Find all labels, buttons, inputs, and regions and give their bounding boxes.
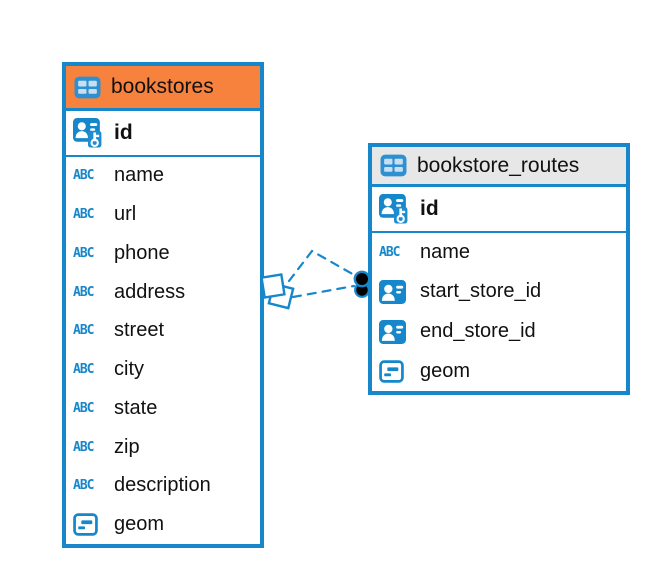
column-row[interactable]: ABC name xyxy=(66,157,260,196)
text-type-icon: ABC xyxy=(73,439,95,455)
column-row[interactable]: ABC phone xyxy=(66,234,260,273)
primary-key-icon xyxy=(379,194,410,224)
foreign-key-icon xyxy=(379,320,406,344)
text-type-icon: ABC xyxy=(73,207,95,223)
column-name: geom xyxy=(420,359,471,382)
column-name: end_store_id xyxy=(420,320,536,343)
text-type-icon: ABC xyxy=(73,245,95,261)
entity-title: bookstore_routes xyxy=(417,153,580,177)
text-type-icon: ABC xyxy=(73,284,95,300)
column-name: phone xyxy=(114,241,170,264)
relationship-edge[interactable] xyxy=(287,249,358,299)
column-name: geom xyxy=(114,513,165,536)
column-row[interactable]: ABC address xyxy=(66,273,260,312)
column-row[interactable]: ABC street xyxy=(66,312,260,351)
relationship-line-lower[interactable] xyxy=(291,284,356,299)
text-type-icon: ABC xyxy=(73,400,95,416)
entity-bookstores[interactable]: bookstores id ABC name ABC url ABC phone… xyxy=(62,62,264,548)
column-row-pk[interactable]: id xyxy=(372,187,626,233)
table-icon xyxy=(380,154,407,177)
text-type-icon: ABC xyxy=(73,168,95,184)
table-icon xyxy=(74,76,101,99)
geometry-type-icon xyxy=(73,513,98,536)
column-row[interactable]: ABC description xyxy=(66,467,260,506)
foreign-key-icon xyxy=(379,280,406,304)
column-row[interactable]: ABC state xyxy=(66,389,260,428)
column-name: start_store_id xyxy=(420,280,542,303)
column-name: zip xyxy=(114,435,140,458)
entity-header-bookstores[interactable]: bookstores xyxy=(66,66,260,111)
column-name: name xyxy=(420,240,471,263)
column-name: state xyxy=(114,396,158,419)
column-name: name xyxy=(114,164,165,187)
text-type-icon: ABC xyxy=(379,244,401,260)
column-name: description xyxy=(114,474,211,497)
entity-bookstore-routes[interactable]: bookstore_routes id ABC name start_store… xyxy=(368,143,630,395)
text-type-icon: ABC xyxy=(73,362,95,378)
column-row[interactable]: geom xyxy=(372,351,626,391)
column-row-pk[interactable]: id xyxy=(66,111,260,157)
column-name: url xyxy=(114,203,137,226)
column-row[interactable]: ABC city xyxy=(66,350,260,389)
column-row[interactable]: end_store_id xyxy=(372,312,626,352)
column-row[interactable]: start_store_id xyxy=(372,272,626,312)
column-row[interactable]: ABC url xyxy=(66,195,260,234)
column-list: ABC name ABC url ABC phone ABC address A… xyxy=(66,157,260,545)
text-type-icon: ABC xyxy=(73,323,95,339)
geometry-type-icon xyxy=(379,360,404,383)
column-name: street xyxy=(114,319,165,342)
column-name: address xyxy=(114,280,186,303)
column-list: ABC name start_store_id end_store_id geo… xyxy=(372,233,626,392)
column-row[interactable]: geom xyxy=(66,505,260,544)
entity-title: bookstores xyxy=(111,75,214,98)
column-name: id xyxy=(420,196,439,220)
relationship-source-marker-squares[interactable] xyxy=(260,273,295,310)
column-name: city xyxy=(114,358,144,381)
column-name: id xyxy=(114,120,133,144)
primary-key-icon xyxy=(73,118,104,148)
column-row[interactable]: ABC name xyxy=(372,233,626,273)
text-type-icon: ABC xyxy=(73,478,95,494)
column-row[interactable]: ABC zip xyxy=(66,428,260,467)
entity-header-bookstore-routes[interactable]: bookstore_routes xyxy=(372,147,626,187)
relationship-line-upper[interactable] xyxy=(287,249,358,283)
